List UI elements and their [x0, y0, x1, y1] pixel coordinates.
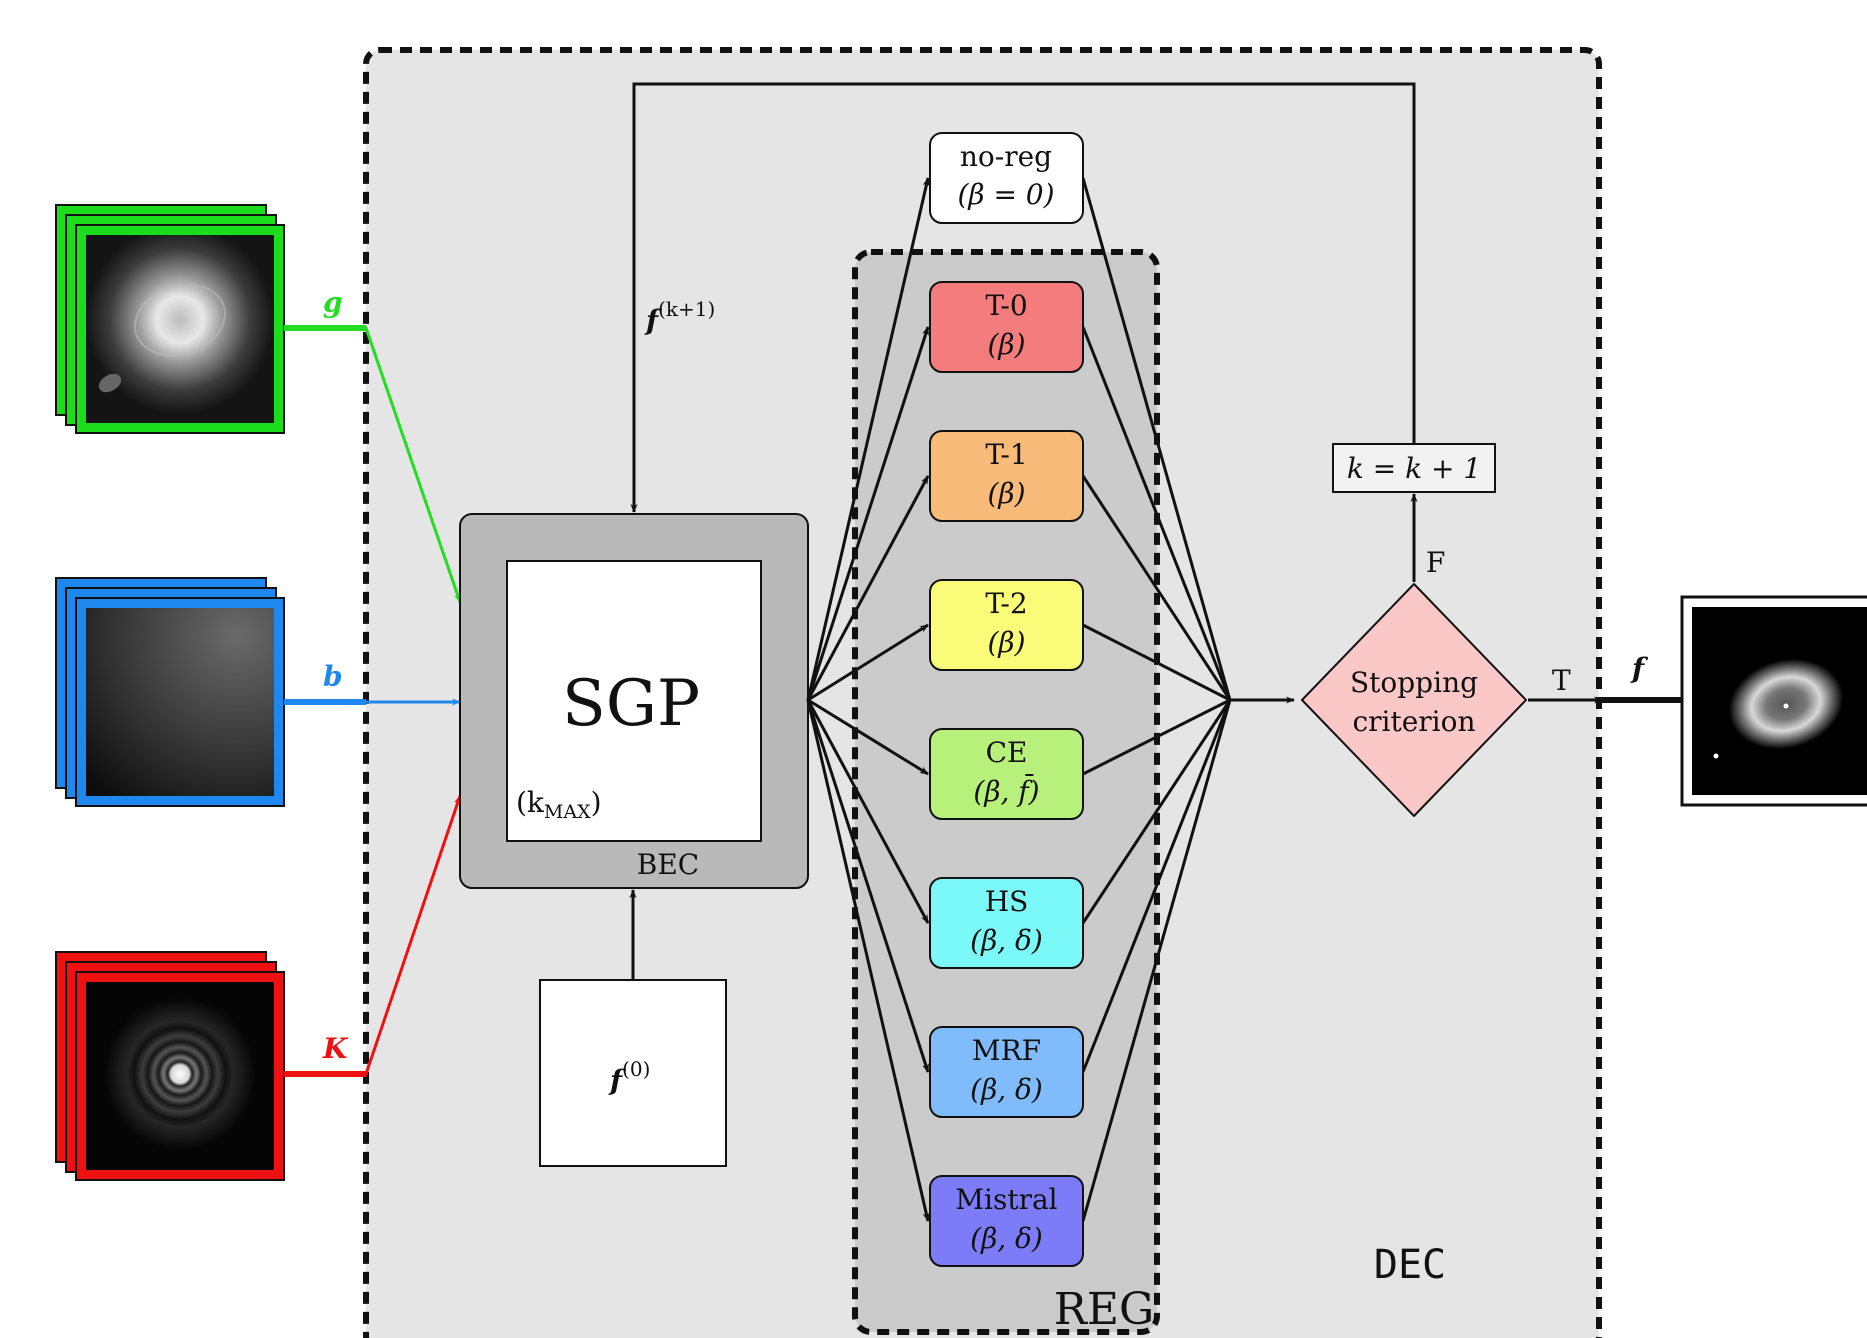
reg-box-t-1: T-1 (β) [929, 430, 1084, 522]
edge-noreg-to-merge [1081, 177, 1232, 701]
edge-sgp-to-mrf [806, 699, 930, 1073]
sgp-label: SGP [562, 667, 700, 741]
edge-t-1-to-merge [1081, 475, 1232, 701]
reg-name-ce: CE [986, 736, 1028, 769]
reg-name-t-1: T-1 [985, 438, 1027, 471]
regularizer-boxes: T-0 (β) T-1 (β) T-2 (β) CE (β, f̄) HS (β, δ) MRF (β… [929, 281, 1084, 1267]
edge-sgp-to-t-0 [806, 326, 930, 701]
edge-t-0-to-merge [1081, 326, 1232, 701]
input-g-stack [55, 204, 285, 434]
true-label: T [1552, 664, 1571, 697]
reg-box-t-2-shape [929, 579, 1084, 671]
dec-label: DEC [1374, 1242, 1446, 1288]
reg-box-t-2: T-2 (β) [929, 579, 1084, 671]
reg-param-mrf: (β, δ) [970, 1073, 1043, 1106]
noreg-param: (β = 0) [957, 178, 1054, 211]
edge-sgp-to-hs [806, 699, 930, 924]
reg-box-hs-shape [929, 877, 1084, 969]
increment-box [1332, 443, 1496, 493]
reg-param-t-2: (β) [987, 626, 1025, 659]
noreg-name: no-reg [960, 140, 1052, 173]
kmax-label: (kMAX) [516, 786, 602, 823]
reg-box-mistral: Mistral (β, δ) [929, 1175, 1084, 1267]
edge-hs-to-merge [1081, 699, 1232, 924]
input-g-label: g [323, 286, 343, 319]
reg-param-t-0: (β) [987, 328, 1025, 361]
reg-name-hs: HS [985, 885, 1029, 918]
edge-mrf-to-merge [1081, 699, 1232, 1073]
regularizer-edges [806, 177, 1232, 1222]
stopping-line1: Stopping [1350, 666, 1478, 699]
input-K-stack [55, 951, 285, 1181]
feedback-label: f(k+1) [644, 297, 715, 337]
output-image [1680, 595, 1867, 807]
reg-param-ce: (β, f̄) [973, 773, 1039, 808]
reg-box-ce-shape [929, 728, 1084, 820]
input-b-image [86, 608, 274, 796]
edge-t-2-to-merge [1082, 623, 1231, 702]
edge-sgp-to-t-1 [806, 475, 930, 701]
increment-label: k = k + 1 [1347, 452, 1481, 485]
reg-box-mrf: MRF (β, δ) [929, 1026, 1084, 1118]
reg-box-mistral-shape [929, 1175, 1084, 1267]
stopping-line2: criterion [1352, 705, 1475, 738]
reg-box-hs: HS (β, δ) [929, 877, 1084, 969]
false-label: F [1426, 546, 1445, 579]
reg-box-t-0-shape [929, 281, 1084, 373]
input-b-label: b [323, 660, 343, 693]
input-K-label: K [322, 1032, 349, 1065]
reg-name-t-0: T-0 [985, 289, 1027, 322]
reg-box-ce: CE (β, f̄) [929, 728, 1084, 820]
edge-sgp-to-mistral [806, 699, 930, 1222]
reg-name-t-2: T-2 [985, 587, 1027, 620]
reg-box-mrf-shape [929, 1026, 1084, 1118]
reg-param-mistral: (β, δ) [970, 1222, 1043, 1255]
input-g-image [86, 235, 274, 423]
noreg-box [929, 132, 1084, 224]
stopping-criterion-diamond [1301, 583, 1527, 817]
sgp-block [506, 560, 762, 842]
edge-ce-to-merge [1082, 698, 1231, 776]
reg-param-t-1: (β) [987, 477, 1025, 510]
reg-box-t-1-shape [929, 430, 1084, 522]
reg-name-mistral: Mistral [955, 1183, 1057, 1216]
reg-box-t-0: T-0 (β) [929, 281, 1084, 373]
reg-label: REG [1054, 1284, 1154, 1335]
reg-name-mrf: MRF [972, 1034, 1041, 1067]
output-label: f [1630, 652, 1649, 685]
input-b-stack [55, 577, 285, 807]
edge-sgp-to-t-2 [807, 623, 929, 702]
edge-sgp-to-noreg [806, 177, 930, 701]
edge-mistral-to-merge [1081, 699, 1232, 1222]
init-block [539, 979, 727, 1167]
reg-param-hs: (β, δ) [970, 924, 1043, 957]
feedback-loop-line [630, 82, 1416, 513]
edge-sgp-to-ce [807, 698, 929, 776]
bec-label: BEC [637, 848, 699, 881]
